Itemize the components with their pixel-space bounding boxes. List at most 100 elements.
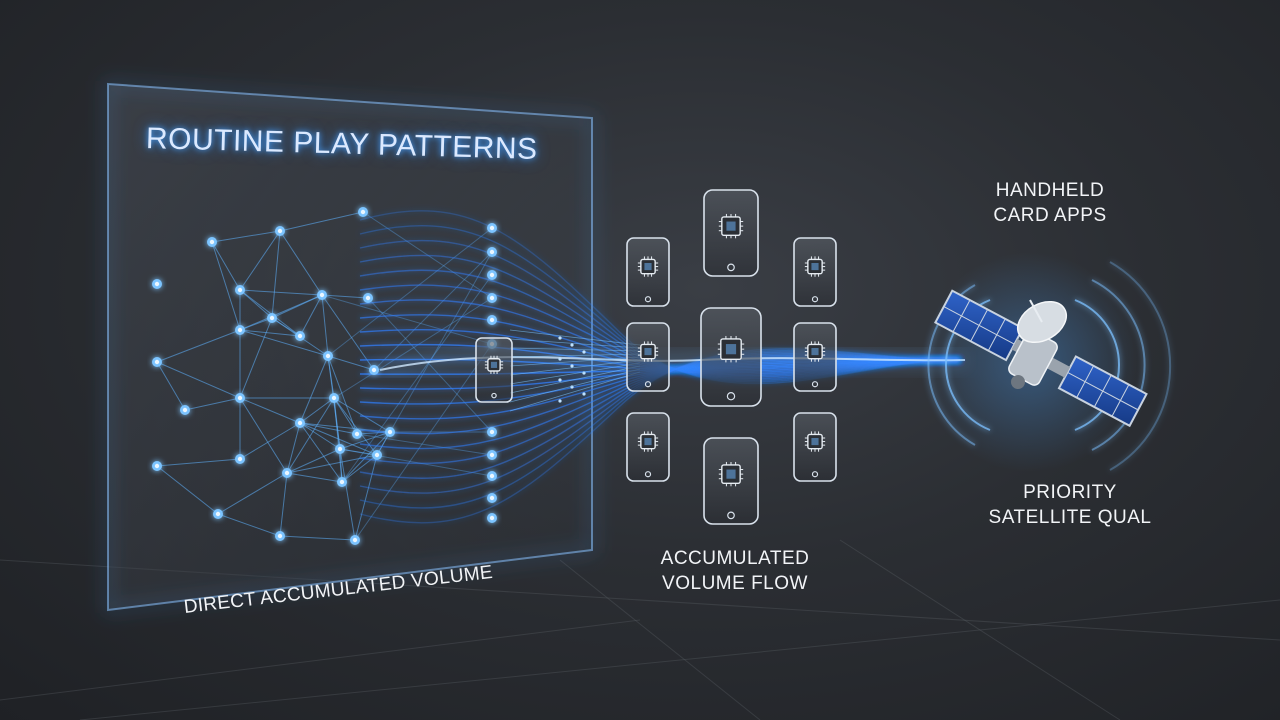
network-edge (239, 397, 301, 424)
network-edge (321, 294, 329, 357)
spray-line (509, 365, 641, 394)
spray-line (509, 362, 641, 385)
satellite-icon (920, 252, 1172, 472)
network-edge (339, 448, 343, 483)
network-edge (156, 361, 186, 411)
network-node-core (319, 292, 325, 298)
spray-line (509, 371, 641, 412)
stream-line (359, 225, 961, 383)
network-edge (217, 513, 281, 537)
network-node-core (489, 473, 495, 479)
network-edge (373, 251, 493, 371)
phone-icon (475, 337, 513, 403)
network-node-core (489, 225, 495, 231)
network-edge (299, 422, 343, 483)
network-edge (211, 241, 241, 291)
network-node-core (339, 479, 345, 485)
spray-dot (558, 399, 562, 403)
network-node-core (237, 287, 243, 293)
flow-label-line1: ACCUMULATED (660, 548, 810, 569)
network-edge (327, 355, 375, 371)
network-edge (279, 535, 356, 541)
network-edge (299, 422, 378, 456)
network-edge (217, 472, 288, 515)
stream-line (359, 299, 961, 375)
network-node-core (489, 495, 495, 501)
network-node-core (489, 249, 495, 255)
network-edge (279, 230, 323, 296)
spray-line (509, 356, 641, 367)
network-node-core (489, 317, 495, 323)
network-edge (239, 422, 301, 460)
network-node-core (489, 452, 495, 458)
network-edge (299, 294, 323, 337)
network-node-core (215, 511, 221, 517)
phone-icon (793, 412, 837, 482)
network-node-core (237, 395, 243, 401)
network-edge (286, 448, 341, 474)
network-edge (156, 458, 241, 467)
stream-line (359, 254, 961, 380)
flow-label-line2: VOLUME FLOW (662, 573, 808, 594)
accumulated-volume-flow-label: ACCUMULATED VOLUME FLOW (600, 546, 870, 596)
network-edge (333, 397, 391, 433)
network-node-core (182, 407, 188, 413)
spray-line (509, 347, 641, 352)
network-edge (339, 448, 493, 477)
phone-icon (703, 189, 759, 277)
network-node-core (371, 367, 377, 373)
network-edge (321, 294, 375, 371)
spray-dot (558, 357, 562, 361)
network-edge (354, 343, 493, 541)
network-edge (339, 431, 391, 450)
network-node-core (154, 463, 160, 469)
network-edge (286, 397, 335, 474)
network-edge (239, 329, 301, 337)
network-edge (271, 230, 281, 319)
network-node-core (365, 295, 371, 301)
spray-dot (570, 343, 574, 347)
network-edge (286, 472, 343, 483)
network-edge (299, 422, 391, 433)
stream-line (359, 239, 961, 381)
network-node-core (237, 327, 243, 333)
network-edge (299, 422, 341, 450)
stream-line (359, 349, 961, 509)
network-node-core (297, 420, 303, 426)
phone-icon (700, 307, 762, 407)
network-node-core (277, 533, 283, 539)
sat-label-line1: PRIORITY (1023, 482, 1117, 503)
network-node-core (277, 228, 283, 234)
network-node-core (374, 452, 380, 458)
network-node-core (154, 281, 160, 287)
network-edge (239, 397, 288, 474)
network-edge (339, 448, 378, 456)
network-edge (333, 297, 493, 399)
network-edge (156, 329, 241, 363)
network-edge (321, 294, 369, 299)
network-node-core (387, 429, 393, 435)
network-edge (286, 422, 301, 474)
network-edge (376, 251, 493, 456)
network-edge (321, 294, 493, 345)
network-edge (239, 317, 273, 399)
network-edge (299, 422, 358, 435)
network-edge (239, 329, 329, 357)
spray-line (509, 359, 641, 376)
network-edge (239, 230, 281, 291)
apps-label-line2: CARD APPS (993, 205, 1107, 226)
phone-icon (626, 322, 670, 392)
network-node-core (284, 470, 290, 476)
stream-line (359, 210, 961, 385)
network-node-core (269, 315, 275, 321)
network-edge (156, 361, 241, 399)
network-edge (279, 472, 288, 537)
spray-dot (558, 336, 562, 340)
spray-dot (558, 378, 562, 382)
spray-dot (582, 392, 586, 396)
network-edge (356, 433, 493, 456)
network-node-core (337, 446, 343, 452)
network-node-core (209, 239, 215, 245)
network-edge (239, 294, 323, 331)
network-edge (339, 448, 356, 541)
